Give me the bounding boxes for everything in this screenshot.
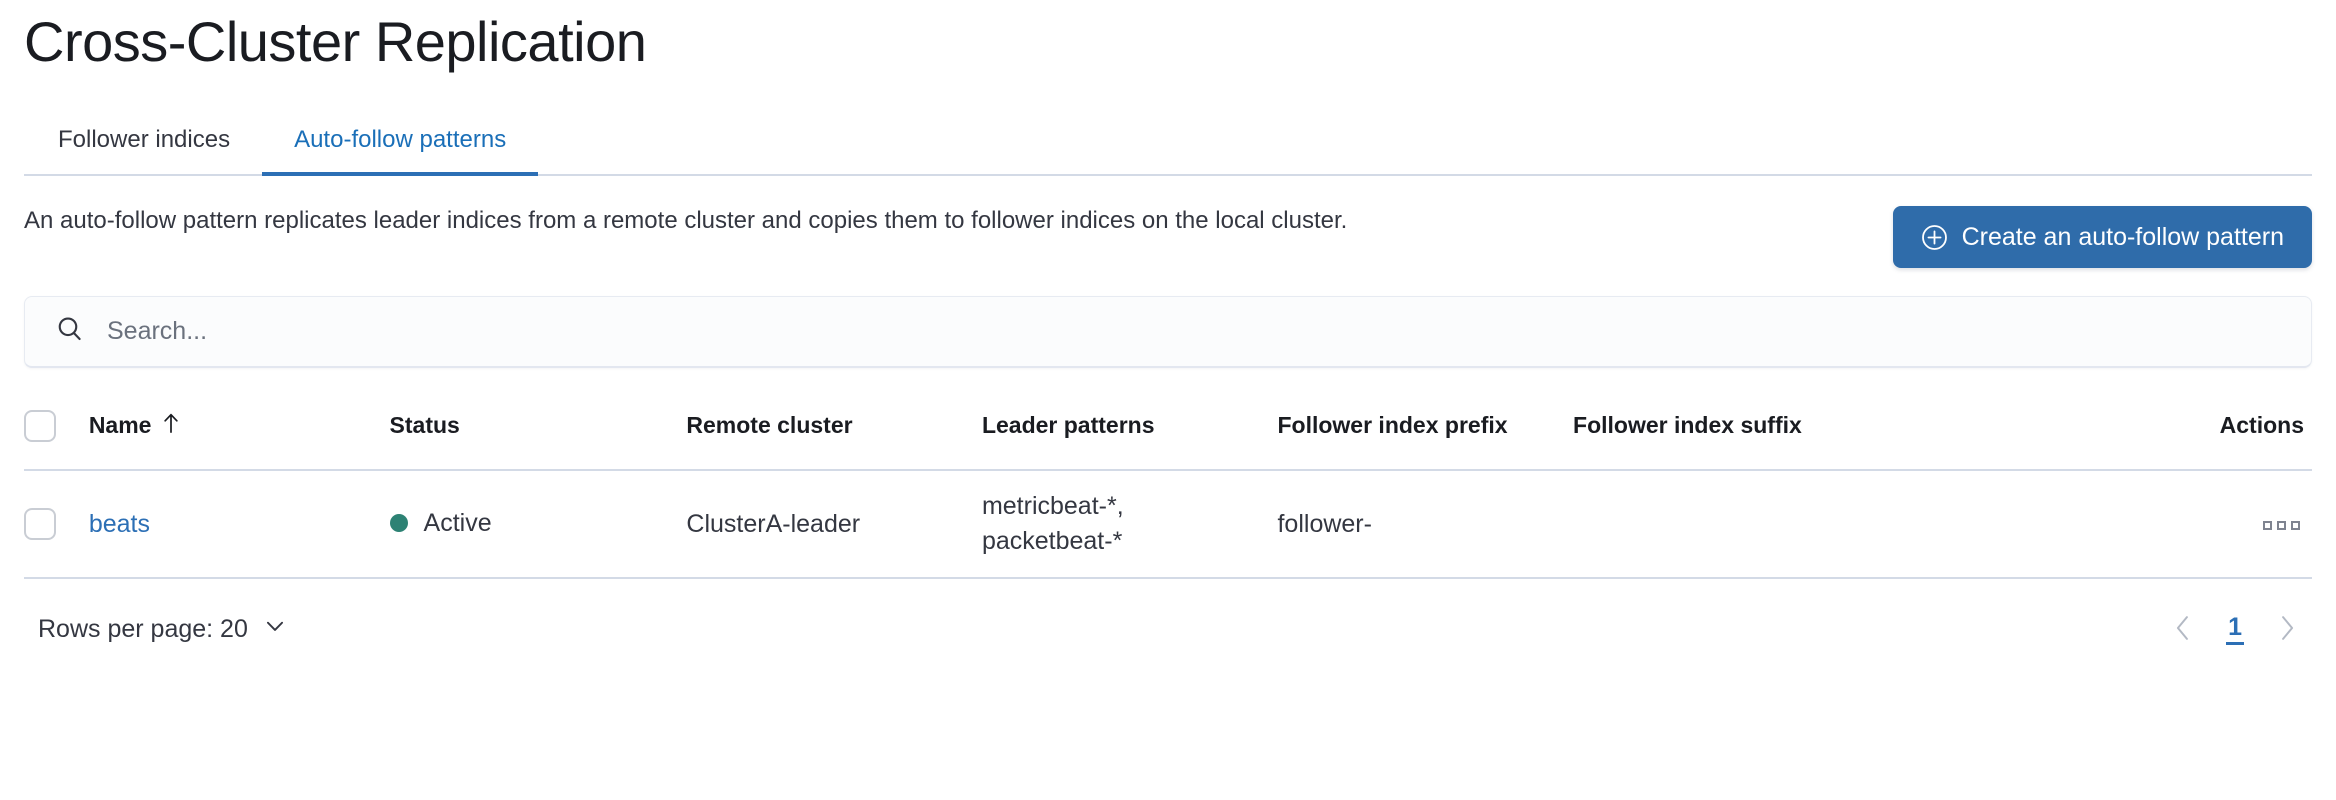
actions-dot-3 [2291, 521, 2300, 530]
row-checkbox[interactable] [24, 508, 56, 540]
search-input[interactable] [105, 297, 2281, 366]
column-header-follower-index-suffix[interactable]: Follower index suffix [1573, 392, 2001, 471]
column-header-remote-cluster[interactable]: Remote cluster [686, 392, 982, 471]
column-header-name-label: Name [88, 412, 152, 438]
pattern-name-link[interactable]: beats [88, 509, 150, 538]
page-description: An auto-follow pattern replicates leader… [24, 207, 1348, 234]
rows-per-page-label: Rows per page: 20 [38, 615, 248, 643]
cell-leader-patterns: metricbeat-*, packetbeat-* [981, 470, 1278, 579]
select-all-header [24, 392, 89, 471]
pagination-previous-button[interactable] [2166, 609, 2200, 650]
tab-auto-follow-patterns[interactable]: Auto-follow patterns [262, 128, 539, 176]
cell-remote-cluster: ClusterA-leader [686, 470, 982, 579]
actions-menu-icon[interactable] [2259, 511, 2304, 540]
chevron-left-icon [2170, 613, 2196, 646]
search-bar[interactable] [24, 296, 2312, 368]
status-label: Active [423, 508, 492, 537]
plus-in-circle-icon [1921, 224, 1948, 251]
description-row: An auto-follow pattern replicates leader… [24, 202, 2312, 268]
page-title: Cross-Cluster Replication [24, 10, 647, 73]
actions-dot-2 [2277, 521, 2286, 530]
select-all-checkbox[interactable] [24, 409, 56, 442]
column-header-status[interactable]: Status [389, 392, 687, 471]
table-body: beats Active ClusterA-leader metricbeat-… [24, 470, 2312, 579]
table-footer: Rows per page: 20 1 [24, 609, 2312, 650]
tab-follower-indices[interactable]: Follower indices [24, 128, 262, 174]
create-auto-follow-pattern-button[interactable]: Create an auto-follow pattern [1892, 206, 2312, 268]
column-header-follower-index-prefix[interactable]: Follower index prefix [1277, 392, 1574, 471]
cell-name: beats [88, 470, 390, 579]
cell-actions [2000, 470, 2312, 579]
create-button-label: Create an auto-follow pattern [1961, 222, 2284, 251]
table-row[interactable]: beats Active ClusterA-leader metricbeat-… [24, 470, 2312, 579]
auto-follow-patterns-table: Name Status Remote cluster Leader patter… [24, 392, 2312, 579]
column-header-leader-patterns[interactable]: Leader patterns [981, 392, 1278, 471]
table-header-row: Name Status Remote cluster Leader patter… [24, 392, 2312, 471]
column-header-name[interactable]: Name [88, 392, 390, 471]
cell-status: Active [389, 470, 687, 579]
pagination-page-1[interactable]: 1 [2226, 614, 2244, 645]
arrow-up-icon [161, 412, 181, 440]
status-badge: Active [389, 508, 492, 538]
cell-follower-index-prefix: follower- [1277, 470, 1574, 579]
rows-per-page-selector[interactable]: Rows per page: 20 [38, 613, 288, 646]
cell-follower-index-suffix [1573, 470, 2001, 579]
table-header: Name Status Remote cluster Leader patter… [24, 392, 2312, 471]
pagination-next-button[interactable] [2270, 609, 2304, 650]
actions-dot-1 [2263, 521, 2272, 530]
row-select-cell [24, 470, 89, 579]
tab-bar: Follower indices Auto-follow patterns [24, 114, 2312, 176]
pagination: 1 [2166, 609, 2304, 650]
chevron-down-icon [262, 613, 288, 646]
search-icon [55, 314, 85, 349]
chevron-right-icon [2274, 613, 2300, 646]
sort-by-name[interactable]: Name [89, 412, 182, 440]
column-header-actions: Actions [2000, 392, 2312, 471]
status-dot-icon [389, 514, 408, 533]
